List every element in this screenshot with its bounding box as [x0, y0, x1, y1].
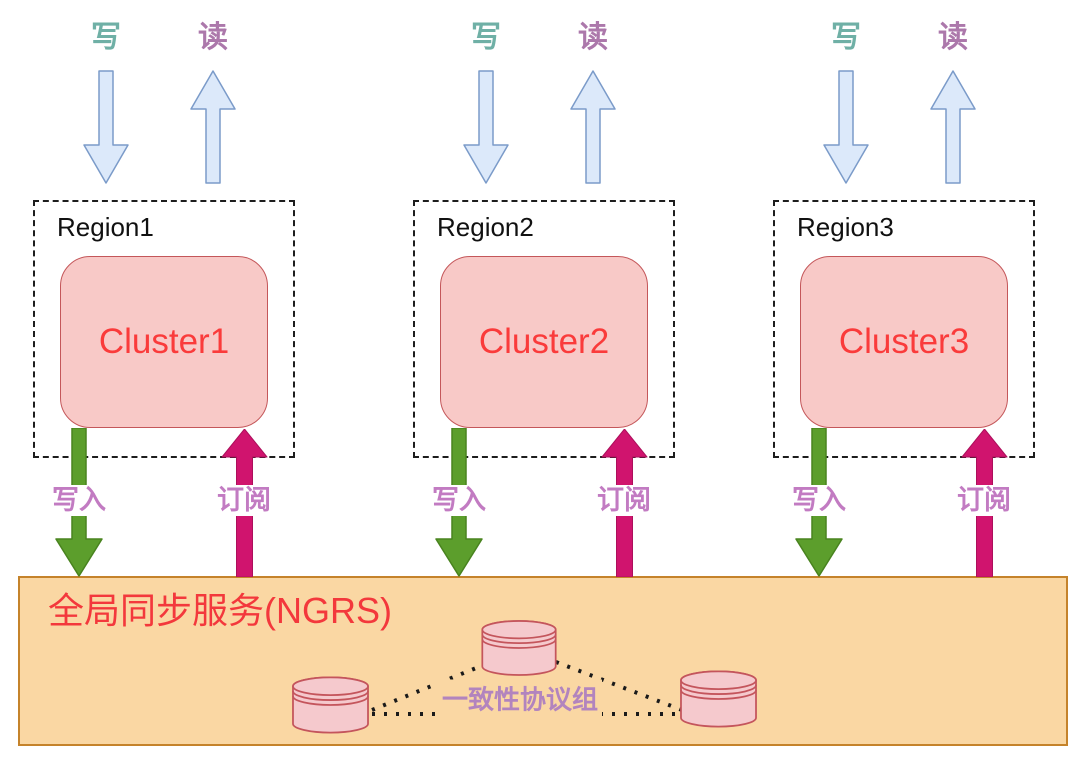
write-label: 写 [471, 21, 501, 54]
cluster-node: Cluster1 [60, 256, 268, 428]
region-group-3: 写 读 Region3 Cluster3 写入 订阅 [773, 0, 1035, 580]
subscribe-label: 订阅 [955, 485, 1013, 516]
read-up-arrow-icon [190, 70, 236, 184]
write-in-label: 写入 [50, 485, 108, 516]
cluster-node: Cluster2 [440, 256, 648, 428]
region-title: Region2 [437, 212, 534, 242]
region-boundary [33, 200, 295, 458]
write-down-arrow-icon [83, 70, 129, 184]
subscribe-label: 订阅 [595, 485, 653, 516]
write-in-label: 写入 [790, 485, 848, 516]
region-title: Region1 [57, 212, 154, 242]
write-down-arrow-icon [463, 70, 509, 184]
consensus-group-label: 一致性协议组 [437, 679, 603, 717]
write-label: 写 [91, 21, 121, 54]
write-label: 写 [831, 21, 861, 54]
read-label: 读 [578, 21, 608, 54]
cluster-label: Cluster3 [838, 322, 970, 361]
region-group-1: 写 读 Region1 Cluster1 写入 订阅 [33, 0, 295, 580]
read-up-arrow-icon [570, 70, 616, 184]
region-group-2: 写 读 Region2 Cluster2 写入 订阅 [413, 0, 675, 580]
cluster-label: Cluster1 [98, 322, 230, 361]
write-in-label: 写入 [430, 485, 488, 516]
region-boundary [413, 200, 675, 458]
consensus-links [371, 660, 683, 716]
read-label: 读 [198, 21, 228, 54]
region-boundary [773, 200, 1035, 458]
cluster-label: Cluster2 [478, 322, 610, 361]
read-label: 读 [938, 21, 968, 54]
service-title: 全局同步服务(NGRS) [48, 590, 392, 631]
read-up-arrow-icon [930, 70, 976, 184]
cluster-node: Cluster3 [800, 256, 1008, 428]
region-title: Region3 [797, 212, 894, 242]
write-down-arrow-icon [823, 70, 869, 184]
database-icon [292, 676, 369, 734]
global-sync-service-bar: 全局同步服务(NGRS) 一致性协议组 [18, 576, 1068, 746]
subscribe-label: 订阅 [215, 485, 273, 516]
database-icon [481, 620, 557, 676]
database-icon [680, 670, 757, 728]
